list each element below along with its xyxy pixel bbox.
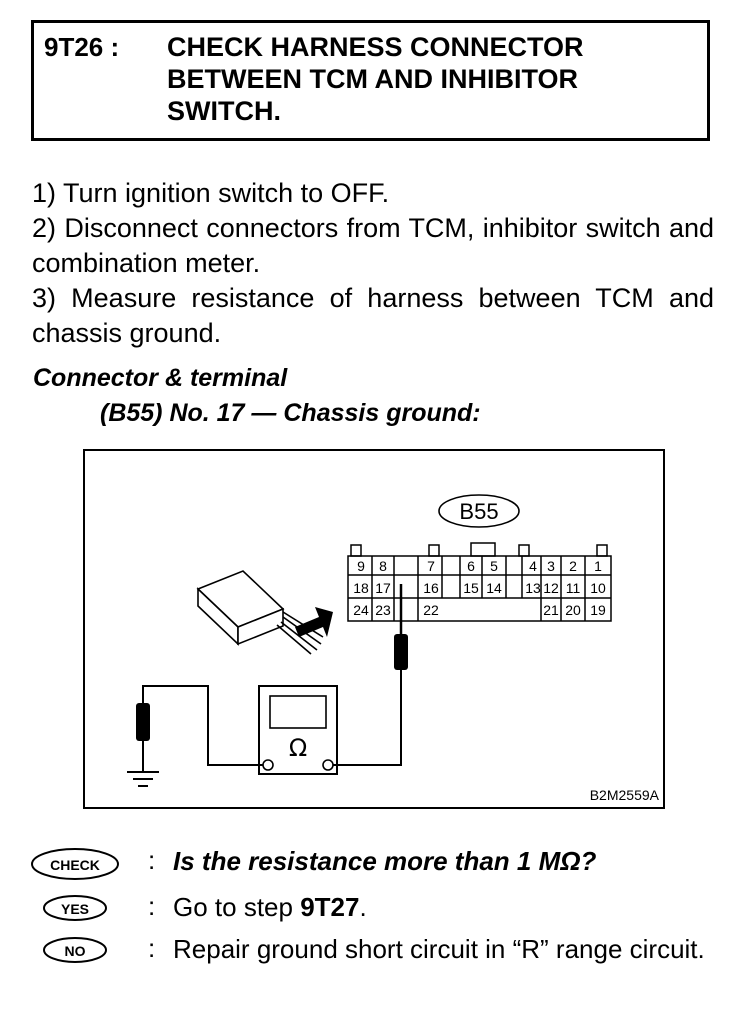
terminal-number: 7 [427, 558, 435, 574]
terminal-number: 24 [353, 602, 369, 618]
instruction-3: 3) Measure resistance of harness between… [32, 283, 714, 348]
yes-instruction: Go to step 9T27. [173, 892, 367, 922]
terminal-number: 14 [486, 580, 502, 596]
check-question: Is the resistance more than 1 MΩ? [173, 846, 597, 876]
ohm-symbol: Ω [289, 734, 307, 762]
connector-heading: Connector & terminal [33, 364, 288, 392]
connector-latch [470, 542, 496, 557]
terminal-number: 15 [463, 580, 479, 596]
terminal-number: 20 [565, 602, 581, 618]
terminal-number: 10 [590, 580, 606, 596]
harness-plug [196, 570, 324, 655]
terminal-number: 3 [547, 558, 555, 574]
terminal-number: 22 [423, 602, 439, 618]
meter-display [269, 695, 327, 729]
next-step-ref: 9T27 [300, 892, 360, 922]
terminal-number: 2 [569, 558, 577, 574]
arrow-icon [295, 607, 333, 637]
terminal-number: 6 [467, 558, 475, 574]
connector-terminal-spec: (B55) No. 17 — Chassis ground: [100, 399, 481, 427]
no-badge: NO [43, 937, 107, 963]
diagram-frame [83, 449, 665, 809]
terminal-number: 12 [543, 580, 559, 596]
terminal-number: 4 [529, 558, 537, 574]
connector-latch [518, 544, 530, 557]
no-colon: : [148, 933, 156, 963]
yes-colon: : [148, 891, 156, 921]
instruction-list: 1) Turn ignition switch to OFF. 2) Disco… [32, 176, 714, 351]
terminal-number: 23 [375, 602, 391, 618]
connector-label-ellipse [438, 494, 520, 528]
instruction-2: 2) Disconnect connectors from TCM, inhib… [32, 213, 714, 278]
ground-icon [127, 771, 159, 787]
terminal-number: 9 [357, 558, 365, 574]
step-number: 9T26 : [44, 32, 120, 62]
svg-text:CHECK: CHECK [50, 857, 100, 873]
ground-wire [142, 685, 263, 766]
step-header-box: 9T26 : CHECK HARNESS CONNECTOR BETWEEN T… [31, 20, 710, 141]
ohmmeter: Ω [258, 685, 338, 775]
step-title: CHECK HARNESS CONNECTOR BETWEEN TCM AND … [167, 32, 584, 126]
test-probe [394, 584, 408, 670]
terminal-number: 11 [566, 580, 581, 596]
svg-text:YES: YES [61, 901, 89, 917]
yes-badge: YES [43, 895, 107, 921]
svg-text:NO: NO [65, 943, 86, 959]
terminal-numbers: 9 8 7 6 5 4 3 2 1 18 17 16 15 14 13 12 1… [353, 558, 606, 618]
wiring-diagram: B55 9 8 7 6 5 4 3 2 1 18 17 [83, 449, 665, 809]
terminal-number: 5 [490, 558, 498, 574]
terminal-number: 17 [375, 580, 391, 596]
connector-b55 [347, 542, 612, 622]
check-badge: CHECK [31, 848, 119, 880]
check-colon: : [148, 845, 156, 875]
terminal-number: 1 [594, 558, 602, 574]
terminal-number: 19 [590, 602, 606, 618]
terminal-number: 8 [379, 558, 387, 574]
terminal-number: 13 [525, 580, 541, 596]
probe-wire [333, 670, 402, 766]
connector-latch [596, 544, 608, 557]
no-instruction: Repair ground short circuit in “R” range… [173, 934, 705, 964]
connector-latch [428, 544, 440, 557]
ground-probe [136, 703, 150, 741]
connector-label: B55 [459, 499, 498, 524]
connector-latch [350, 544, 362, 557]
terminal-number: 18 [353, 580, 369, 596]
terminal-number: 21 [543, 602, 559, 618]
instruction-1: 1) Turn ignition switch to OFF. [32, 178, 390, 208]
terminal-number: 16 [423, 580, 439, 596]
figure-code: B2M2559A [590, 787, 660, 803]
